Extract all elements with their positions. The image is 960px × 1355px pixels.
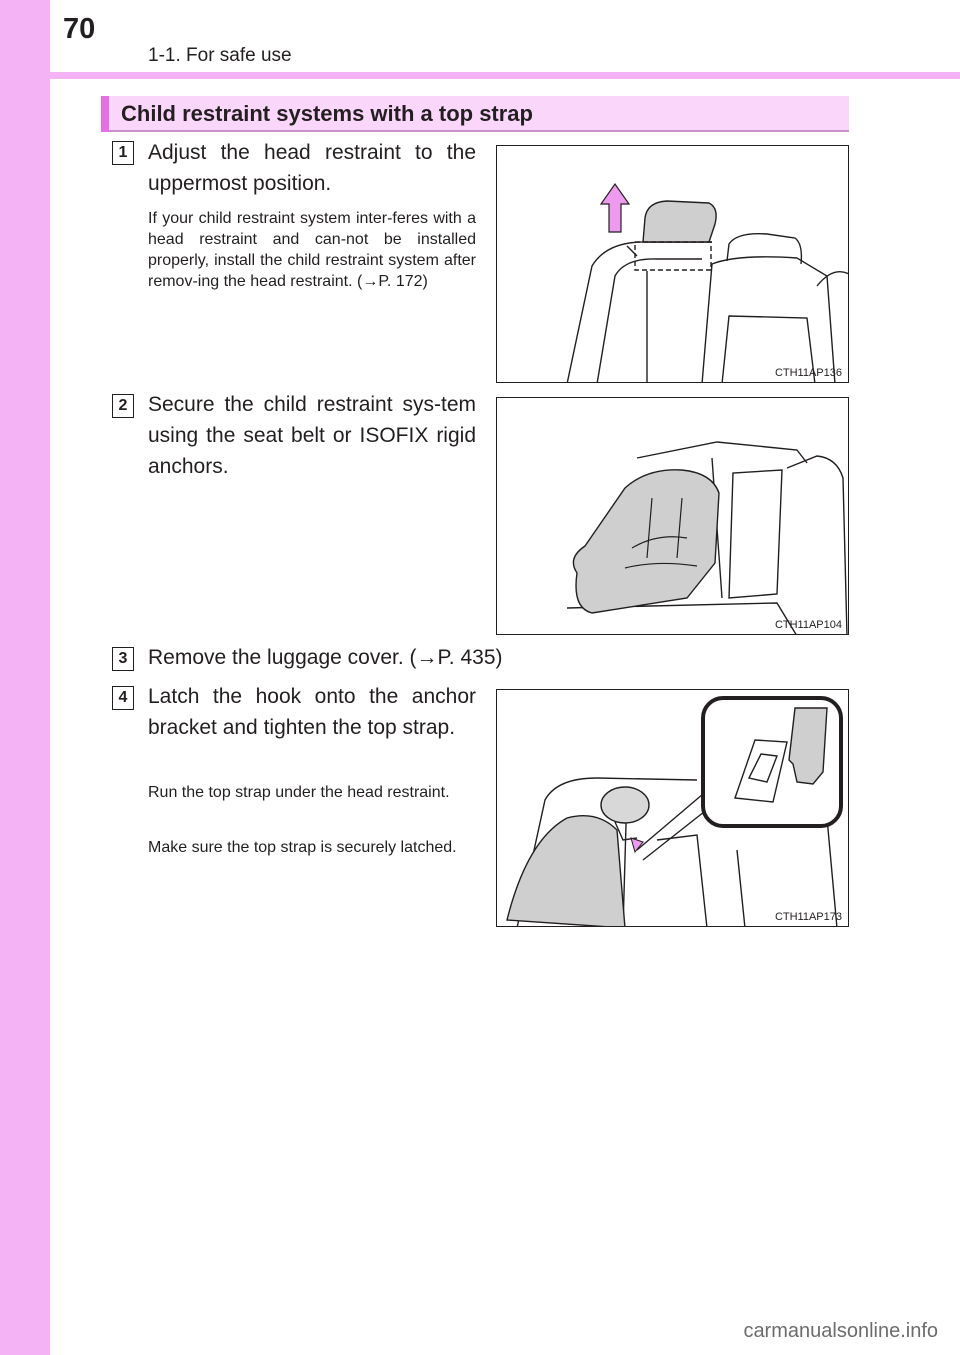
step-1-badge: 1	[112, 141, 134, 165]
child-seat-illustration	[566, 441, 848, 634]
figure-code: CTH11AP173	[774, 911, 842, 923]
step-4-badge: 4	[112, 686, 134, 710]
step-4-note-2: Make sure the top strap is securely latc…	[148, 839, 457, 856]
top-strap-shape	[788, 707, 828, 785]
figure-top-strap: CTH11AP173	[496, 689, 849, 927]
step-1-text: Adjust the head restraint to the uppermo…	[148, 141, 476, 195]
watermark: carmanualsonline.info	[743, 1320, 938, 1342]
section-breadcrumb: 1-1. For safe use	[148, 45, 292, 66]
seat-head-restraint-illustration	[566, 182, 848, 382]
head-restraint-outline	[634, 241, 712, 271]
head-restraint-shape	[642, 200, 717, 243]
section-title: Child restraint systems with a top strap	[121, 101, 533, 126]
figure-head-restraint: CTH11AP136	[496, 145, 849, 383]
page-number: 70	[63, 13, 96, 45]
side-color-band	[0, 0, 50, 1355]
step-3-text: Remove the luggage cover. (→P. 435)	[148, 646, 503, 669]
head-restraint-shape	[600, 786, 650, 824]
child-seat-shell	[506, 815, 626, 926]
figure-code: CTH11AP104	[774, 619, 842, 631]
step-3-badge: 3	[112, 647, 134, 671]
hook-arrow-icon	[630, 837, 644, 854]
up-arrow-icon	[599, 182, 631, 233]
step-4-note-1: Run the top strap under the head restrai…	[148, 784, 450, 801]
step-4-text: Latch the hook onto the anchor bracket a…	[148, 685, 476, 739]
step-2-text: Secure the child restraint sys-tem using…	[148, 393, 476, 478]
figure-code: CTH11AP136	[774, 367, 842, 379]
top-strap-illustration	[506, 696, 843, 926]
step-1-note: If your child restraint system inter-fer…	[148, 210, 476, 290]
section-title-bar: Child restraint systems with a top strap	[101, 96, 849, 132]
figure-child-seat: CTH11AP104	[496, 397, 849, 635]
header-rule	[0, 72, 960, 79]
step-2-badge: 2	[112, 394, 134, 418]
title-accent	[101, 96, 109, 132]
